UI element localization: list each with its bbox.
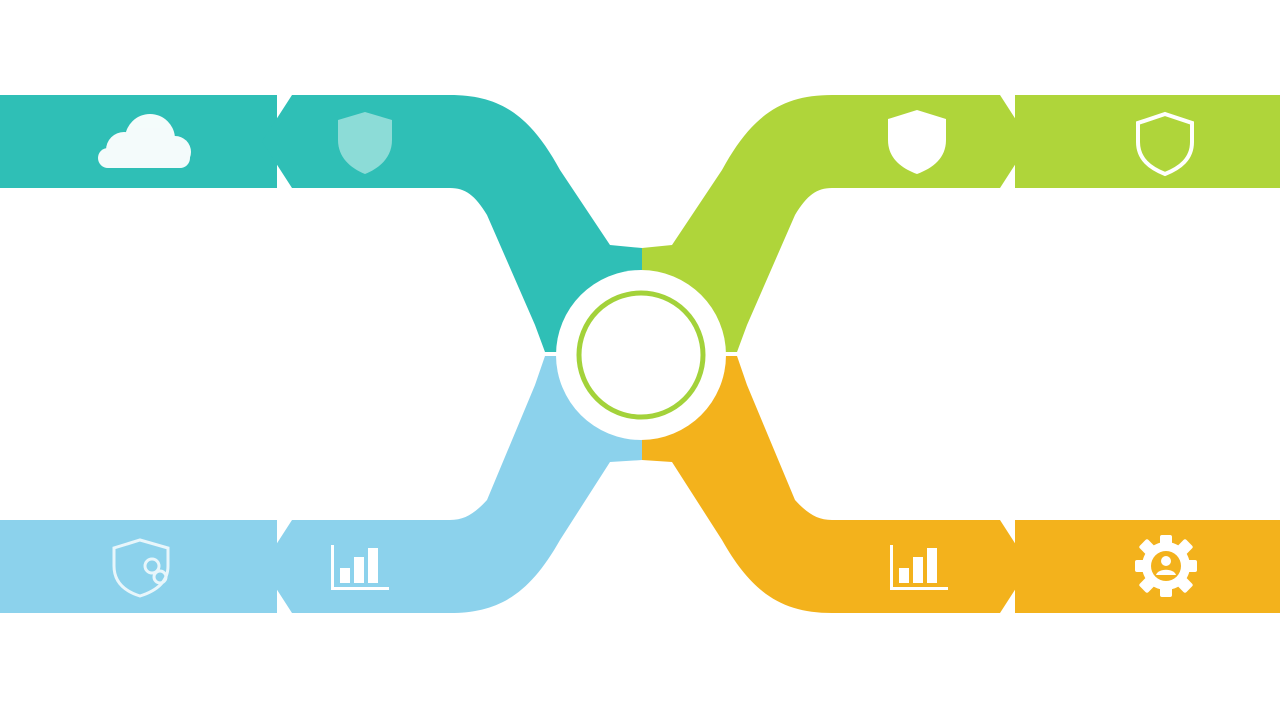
bar-chart-icon	[331, 545, 389, 590]
user-gear-icon	[1135, 535, 1197, 597]
branch-bottom-left	[0, 356, 642, 613]
center-hub	[556, 270, 726, 440]
top-right-tab	[1015, 95, 1280, 188]
branch-top-right	[642, 95, 1280, 352]
branch-top-left	[0, 95, 642, 352]
hub-ring	[576, 290, 706, 420]
cloud-icon	[98, 114, 191, 168]
bottom-left-tab	[0, 520, 277, 613]
shield-outline-icon	[1136, 111, 1194, 177]
bar-chart-icon	[890, 545, 948, 590]
shield-icon	[338, 112, 392, 174]
shield-icon	[888, 110, 946, 174]
top-left-arm	[262, 95, 642, 352]
shield-link-icon	[112, 538, 170, 598]
bottom-left-arm	[262, 356, 642, 613]
